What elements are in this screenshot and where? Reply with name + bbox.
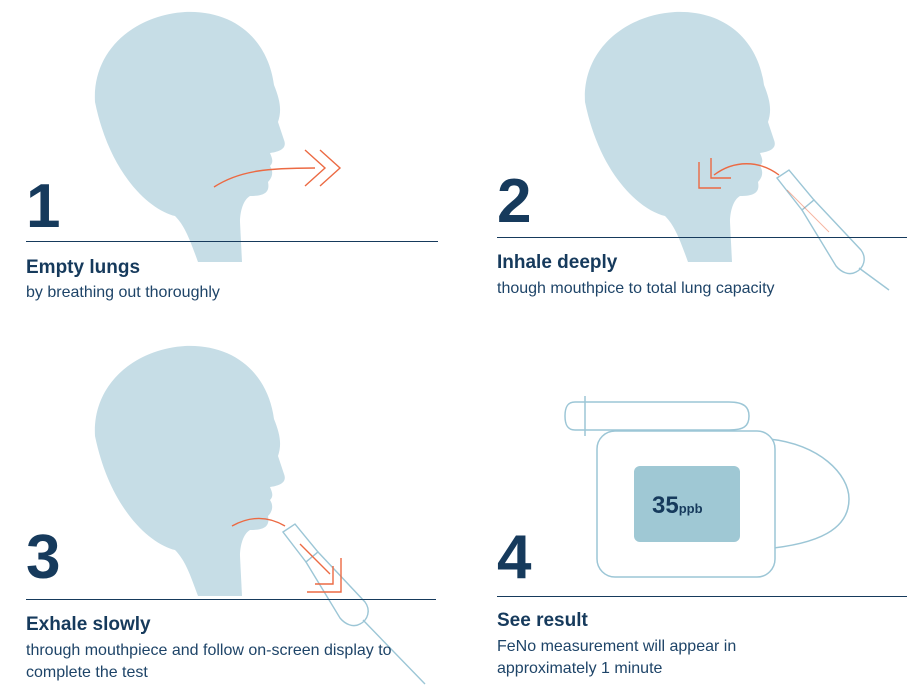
step-title: Empty lungs — [26, 257, 141, 278]
step-description: by breathing out thoroughly — [26, 284, 220, 301]
step-number: 2 — [497, 167, 532, 236]
reading-value: 35 — [652, 492, 679, 519]
step-divider — [497, 237, 907, 238]
device-screen — [634, 466, 740, 542]
head-silhouette-icon — [94, 345, 285, 596]
step-divider — [26, 241, 438, 242]
head-silhouette-icon — [584, 11, 775, 262]
step-number: 3 — [26, 523, 61, 592]
exhale-breath-curve — [231, 517, 286, 527]
step-divider — [26, 599, 436, 600]
step-1-illustration — [94, 11, 342, 262]
step-number: 1 — [26, 172, 61, 241]
inhale-breath-curve — [713, 163, 780, 176]
head-silhouette-icon — [94, 11, 285, 262]
step-title: See result — [497, 610, 588, 631]
step-title: Exhale slowly — [26, 614, 151, 635]
step-4: 35ppb 4 See result FeNo measurement will… — [459, 344, 918, 688]
step-1: 1 Empty lungs by breathing out thoroughl… — [0, 0, 459, 344]
step-description: though mouthpice to total lung capacity — [497, 280, 775, 297]
step-3-illustration — [94, 345, 426, 685]
exhale-arrow-icon — [299, 543, 342, 593]
mouthpiece-icon — [775, 169, 890, 291]
exhale-breath-curve — [213, 167, 316, 188]
step-3: 3 Exhale slowly through mouthpiece and f… — [0, 344, 459, 688]
device-screen-reading: 35ppb — [652, 492, 703, 520]
exhale-arrow-icon — [304, 149, 342, 187]
step-2-illustration — [584, 11, 890, 291]
inhale-arrow-icon — [698, 158, 731, 189]
step-number: 4 — [497, 523, 532, 592]
step-title: Inhale deeply — [497, 252, 618, 273]
step-divider — [497, 596, 907, 597]
reading-unit: ppb — [678, 501, 703, 516]
step-2: 2 Inhale deeply though mouthpice to tota… — [459, 0, 918, 344]
step-description: FeNo measurement will appear in approxim… — [497, 638, 737, 677]
step-description: through mouthpiece and follow on-screen … — [26, 642, 392, 681]
step-4-illustration — [564, 396, 850, 578]
